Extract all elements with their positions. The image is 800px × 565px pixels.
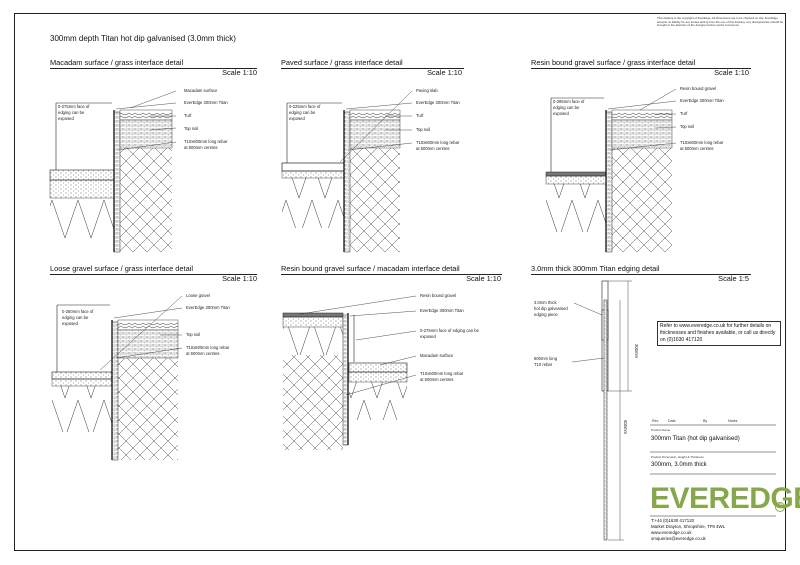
detail-drawing-loose-gravel bbox=[51, 295, 183, 461]
label-rebar-centres: at 600mm centres bbox=[184, 145, 218, 150]
detail-scale-resin-grass: Scale 1:10 bbox=[714, 68, 749, 77]
label-face-note: edging can be bbox=[289, 110, 316, 115]
title-underline bbox=[531, 274, 751, 275]
label-rebar: 600mm long bbox=[534, 356, 558, 361]
label-face-note: edging can be bbox=[553, 105, 580, 110]
label-macadam-surface: Macadam surface bbox=[184, 88, 218, 93]
title-underline bbox=[50, 274, 257, 275]
label-face-note: exposed bbox=[62, 321, 79, 326]
registered-mark-icon: R bbox=[775, 502, 785, 512]
product-dims: 300mm, 3.0mm thick bbox=[651, 462, 707, 468]
detail-scale-resin-macadam: Scale 1:10 bbox=[466, 274, 501, 283]
label-top-soil: Top soil bbox=[186, 332, 200, 337]
label-resin-bound-gravel: Resin bound gravel bbox=[680, 86, 716, 91]
label-rebar-centres: at 600mm centres bbox=[680, 146, 714, 151]
label-face-note: 0-285mm face of bbox=[553, 99, 585, 104]
contact-details: T:+44 (0)1630 417120 Market Drayton, Shr… bbox=[651, 518, 726, 541]
label-rebar: T10x600mm long rebar bbox=[420, 371, 464, 376]
label-edging-titan: EverEdge 300mm Titan bbox=[416, 100, 460, 105]
dimension-600mm: 600mm bbox=[623, 420, 628, 434]
detail-title-resin-macadam: Resin bound gravel surface / macadam int… bbox=[281, 264, 460, 273]
detail-drawing-edging-piece bbox=[571, 280, 632, 541]
title-underline bbox=[281, 274, 502, 275]
sheet-title: 300mm depth Titan hot dip galvanised (3.… bbox=[50, 34, 236, 43]
label-rebar: T10x600mm long rebar bbox=[184, 139, 228, 144]
sheet-border bbox=[14, 13, 786, 551]
detail-title-edging: 3.0mm thick 300mm Titan edging detail bbox=[531, 264, 660, 273]
label-rebar: T10x600mm long rebar bbox=[680, 140, 724, 145]
label-face-note: edging can be bbox=[58, 110, 85, 115]
detail-scale-edging: Scale 1:5 bbox=[718, 274, 749, 283]
label-rebar-centres: at 600mm centres bbox=[420, 377, 454, 382]
title-block-lines bbox=[650, 424, 776, 517]
dimension-300mm: 300mm bbox=[634, 344, 639, 358]
label-rebar: T10x600mm long rebar bbox=[416, 140, 460, 145]
detail-drawing-resin-grass bbox=[545, 88, 677, 253]
title-underline bbox=[281, 68, 464, 69]
label-face-note: 0-250mm face of bbox=[62, 309, 94, 314]
label-edging-titan: EverEdge 300mm Titan bbox=[420, 308, 464, 313]
label-rebar: T10 rebar bbox=[534, 362, 553, 367]
title-underline bbox=[50, 68, 257, 69]
label-rebar: T10x600mm long rebar bbox=[186, 345, 230, 350]
notes-header: Notes bbox=[728, 419, 738, 423]
label-turf: Turf bbox=[416, 113, 424, 118]
label-resin-bound-gravel: Resin bound gravel bbox=[420, 293, 456, 298]
title-underline bbox=[531, 68, 751, 69]
detail-drawing-paved bbox=[281, 90, 413, 253]
rev-header: Rev bbox=[652, 419, 659, 423]
label-top-soil: Top soil bbox=[184, 126, 198, 131]
label-face-note: 0-275mm face of edging can be bbox=[420, 328, 480, 333]
label-turf: Turf bbox=[184, 113, 192, 118]
product-name: 300mm Titan (hot dip galvanised) bbox=[651, 436, 740, 442]
label-edging-thickness: 3.0mm thick bbox=[534, 300, 557, 305]
detail-title-loose-gravel: Loose gravel surface / grass interface d… bbox=[50, 264, 193, 273]
label-rebar-centres: at 600mm centres bbox=[186, 351, 220, 356]
label-face-note: 0-275mm face of bbox=[58, 104, 90, 109]
copyright-note: This drawing is the copyright of EverEdg… bbox=[657, 16, 783, 27]
label-top-soil: Top soil bbox=[680, 124, 694, 129]
label-face-note: exposed bbox=[553, 111, 570, 116]
label-edging-titan: EverEdge 300mm Titan bbox=[184, 100, 228, 105]
label-macadam-surface: Macadam surface bbox=[420, 353, 454, 358]
info-note: Refer to www.everedge.co.uk for further … bbox=[657, 321, 781, 346]
label-face-note: edging can be bbox=[62, 315, 89, 320]
label-paving-slab: Paving slab bbox=[416, 88, 438, 93]
detail-drawing-macadam bbox=[49, 90, 177, 253]
detail-scale-macadam: Scale 1:10 bbox=[222, 68, 257, 77]
label-face-note: 0-225mm face of bbox=[289, 104, 321, 109]
label-face-note: exposed bbox=[289, 116, 306, 121]
label-loose-gravel: Loose gravel bbox=[186, 293, 210, 298]
label-edging-thickness: edging piece bbox=[534, 312, 558, 317]
product-dims-label: Product Dimension, Height & Thickness bbox=[651, 455, 704, 459]
label-face-note: exposed bbox=[58, 116, 75, 121]
detail-scale-loose-gravel: Scale 1:10 bbox=[222, 274, 257, 283]
label-edging-titan: EverEdge 300mm Titan bbox=[680, 98, 724, 103]
label-face-note: exposed bbox=[420, 334, 437, 339]
date-header: Date bbox=[668, 419, 676, 423]
by-header: By bbox=[703, 419, 708, 423]
label-turf: Turf bbox=[680, 111, 688, 116]
label-edging-titan: EverEdge 300mm Titan bbox=[186, 305, 230, 310]
label-rebar-centres: at 600mm centres bbox=[416, 146, 450, 151]
label-top-soil: Top soil bbox=[416, 127, 430, 132]
product-name-label: Product Name bbox=[651, 428, 671, 432]
detail-scale-paved: Scale 1:10 bbox=[427, 68, 462, 77]
detail-title-resin-grass: Resin bound gravel surface / grass inter… bbox=[531, 58, 696, 67]
detail-title-macadam: Macadam surface / grass interface detail bbox=[50, 58, 184, 67]
detail-title-paved: Paved surface / grass interface detail bbox=[281, 58, 403, 67]
detail-drawing-resin-macadam bbox=[282, 295, 417, 450]
label-edging-thickness: hot dip galvanised bbox=[534, 306, 568, 311]
